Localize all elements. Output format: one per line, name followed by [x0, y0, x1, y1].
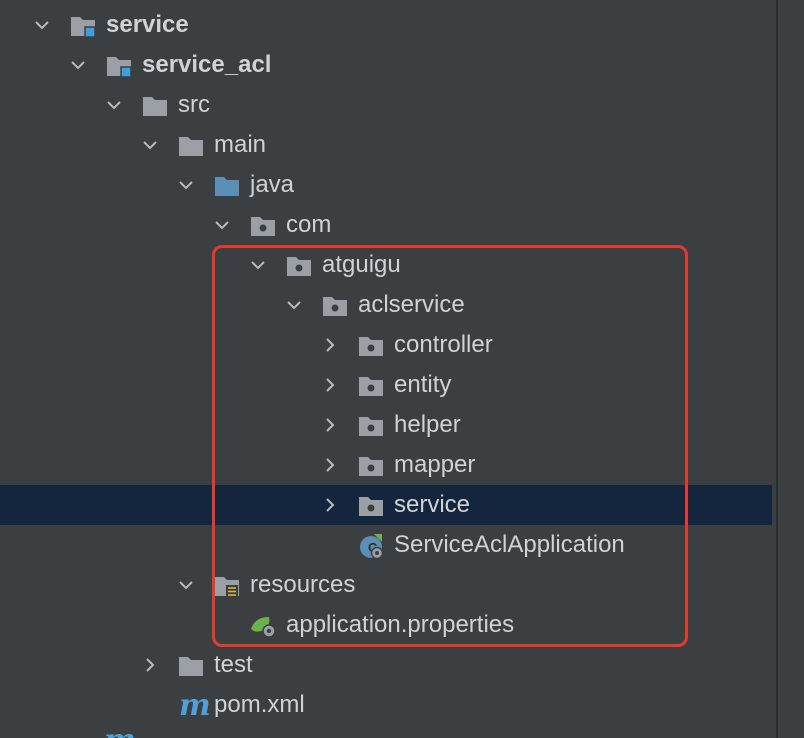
tree-row-service[interactable]: service: [0, 5, 772, 45]
tree-row-label: application.properties: [286, 611, 515, 638]
tree-row-mapper[interactable]: mapper: [0, 445, 772, 485]
tree-row-label: aclservice: [358, 291, 465, 318]
tree-row-resources[interactable]: resources: [0, 565, 772, 605]
tree-row-com[interactable]: com: [0, 205, 772, 245]
tree-row-main[interactable]: main: [0, 125, 772, 165]
package-icon: [357, 493, 385, 519]
tree-row-label: atguigu: [322, 251, 401, 278]
chevron-down-icon[interactable]: [250, 257, 266, 273]
chevron-down-icon[interactable]: [214, 217, 230, 233]
tree-row-label: test: [214, 651, 253, 678]
tree-row-label: ServiceAclApplication: [394, 531, 625, 558]
module-folder-icon: [105, 53, 133, 79]
tree-row-label: com: [286, 211, 332, 238]
chevron-down-icon[interactable]: [70, 57, 86, 73]
maven-icon: m: [179, 688, 211, 723]
tree-row-label: java: [250, 171, 295, 198]
folder-icon: [177, 133, 205, 159]
tree-row-label: pom.xml: [214, 691, 305, 718]
tree-row-label: src: [178, 91, 210, 118]
tree-row-service-acl[interactable]: service_acl: [0, 45, 772, 85]
module-folder-icon: [69, 13, 97, 39]
chevron-down-icon[interactable]: [142, 137, 158, 153]
tree-row-label: service: [106, 11, 189, 38]
chevron-right-icon[interactable]: [142, 657, 158, 673]
tree-row-service[interactable]: service: [0, 485, 772, 525]
tree-row-helper[interactable]: helper: [0, 405, 772, 445]
tree-row-label: controller: [394, 331, 493, 358]
package-icon: [357, 333, 385, 359]
chevron-down-icon[interactable]: [286, 297, 302, 313]
chevron-down-icon[interactable]: [34, 17, 50, 33]
chevron-down-icon[interactable]: [178, 577, 194, 593]
spring-boot-class-icon: C: [357, 533, 385, 559]
tree-row-label: service: [394, 491, 471, 518]
chevron-down-icon[interactable]: [106, 97, 122, 113]
folder-icon: [141, 93, 169, 119]
tree-row-aclservice[interactable]: aclservice: [0, 285, 772, 325]
package-icon: [357, 413, 385, 439]
scrollbar[interactable]: [776, 0, 778, 738]
spring-properties-icon: [249, 613, 277, 639]
svg-text:C: C: [368, 540, 378, 555]
chevron-right-icon[interactable]: [322, 457, 338, 473]
tree-row-label: resources: [250, 571, 356, 598]
tree-row-java[interactable]: java: [0, 165, 772, 205]
chevron-down-icon[interactable]: [178, 177, 194, 193]
package-icon: [321, 293, 349, 319]
package-icon: [285, 253, 313, 279]
package-icon: [357, 453, 385, 479]
package-icon: [357, 373, 385, 399]
tree-row-atguigu[interactable]: atguigu: [0, 245, 772, 285]
tree-row-label: helper: [394, 411, 461, 438]
tree-row-label: service_acl: [142, 51, 272, 78]
tree-row-application-properties[interactable]: application.properties: [0, 605, 772, 645]
package-icon: [249, 213, 277, 239]
folder-icon: [177, 653, 205, 679]
tree-row-label: main: [214, 131, 267, 158]
tree-row-entity[interactable]: entity: [0, 365, 772, 405]
resources-folder-icon: [213, 573, 241, 599]
source-folder-icon: [213, 173, 241, 199]
tree-row-serviceaclapplication[interactable]: C ServiceAclApplication: [0, 525, 772, 565]
tree-row-src[interactable]: src: [0, 85, 772, 125]
chevron-right-icon[interactable]: [322, 337, 338, 353]
tree-row-label: entity: [394, 371, 452, 398]
chevron-right-icon[interactable]: [322, 377, 338, 393]
partial-next-row: m: [104, 728, 136, 738]
chevron-right-icon[interactable]: [322, 417, 338, 433]
tree-row-label: mapper: [394, 451, 476, 478]
chevron-right-icon[interactable]: [322, 497, 338, 513]
tree-row-test[interactable]: test: [0, 645, 772, 685]
tree-row-controller[interactable]: controller: [0, 325, 772, 365]
